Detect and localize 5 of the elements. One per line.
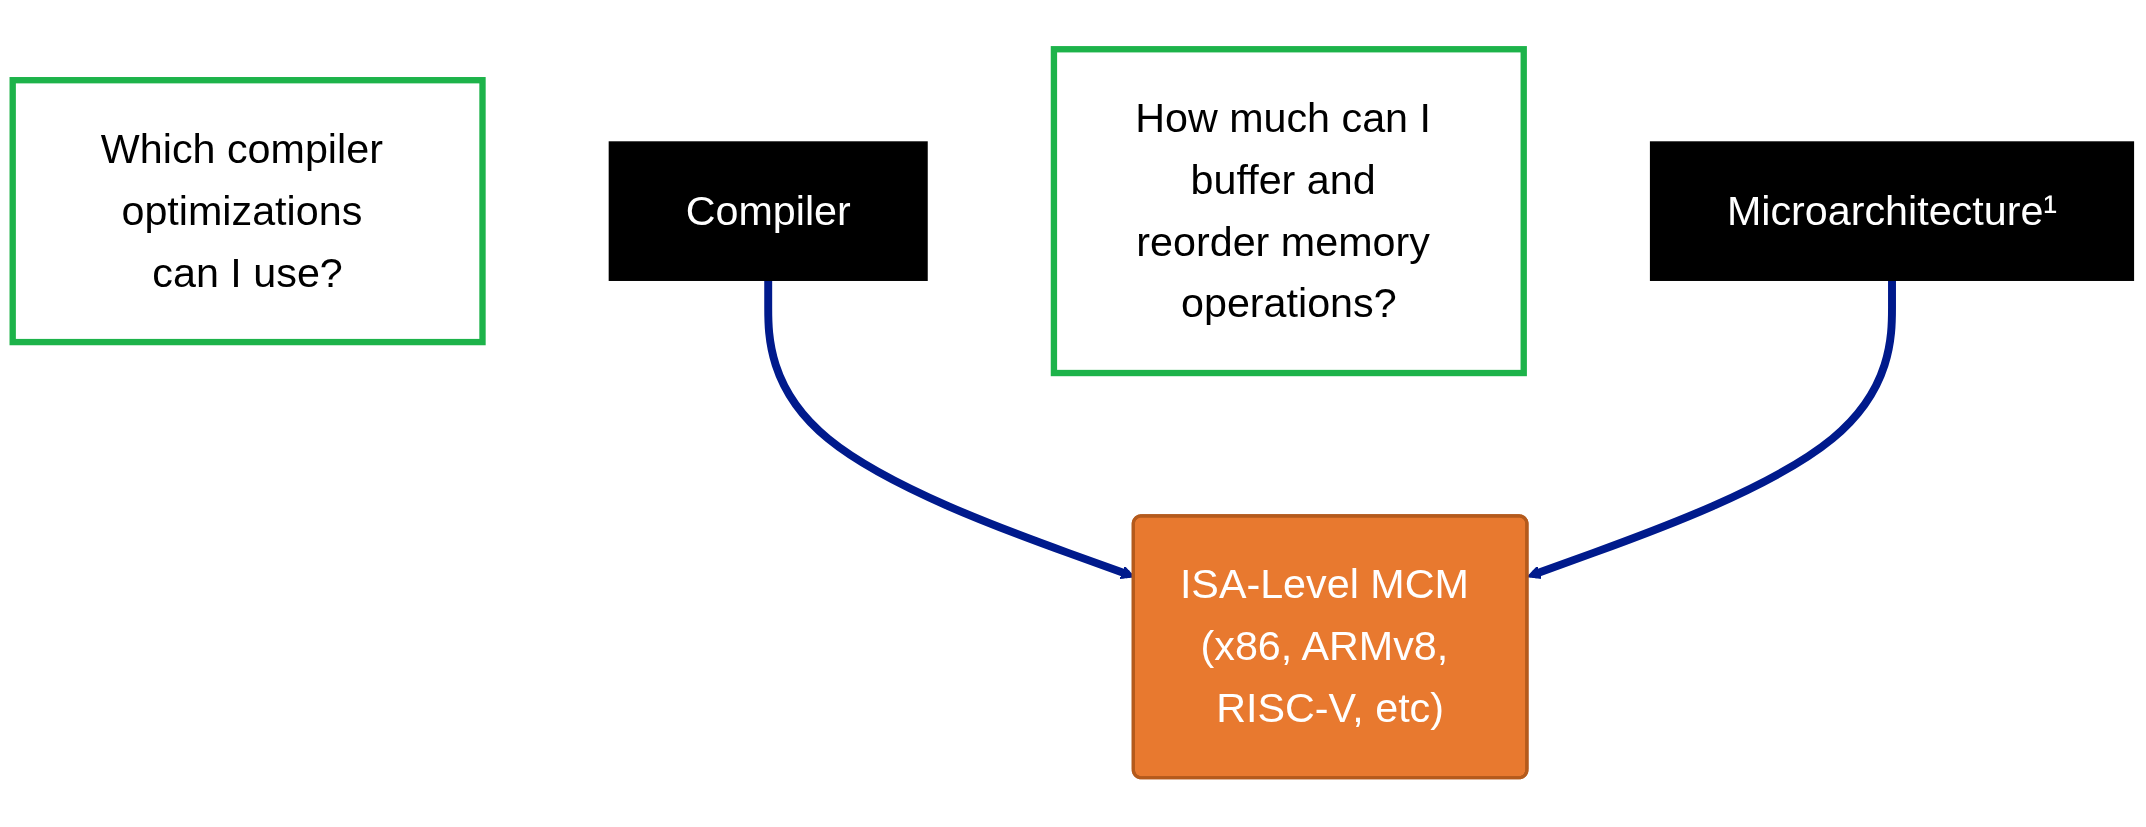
- node-box: Microarchitecture¹: [1649, 141, 2135, 281]
- arrow: [1527, 280, 1896, 579]
- node-box: How much can I buffer and reorder memory operations?: [1050, 46, 1527, 377]
- node-box: Which compiler optimizations can I use?: [9, 77, 486, 346]
- node-box: Compiler: [608, 141, 928, 281]
